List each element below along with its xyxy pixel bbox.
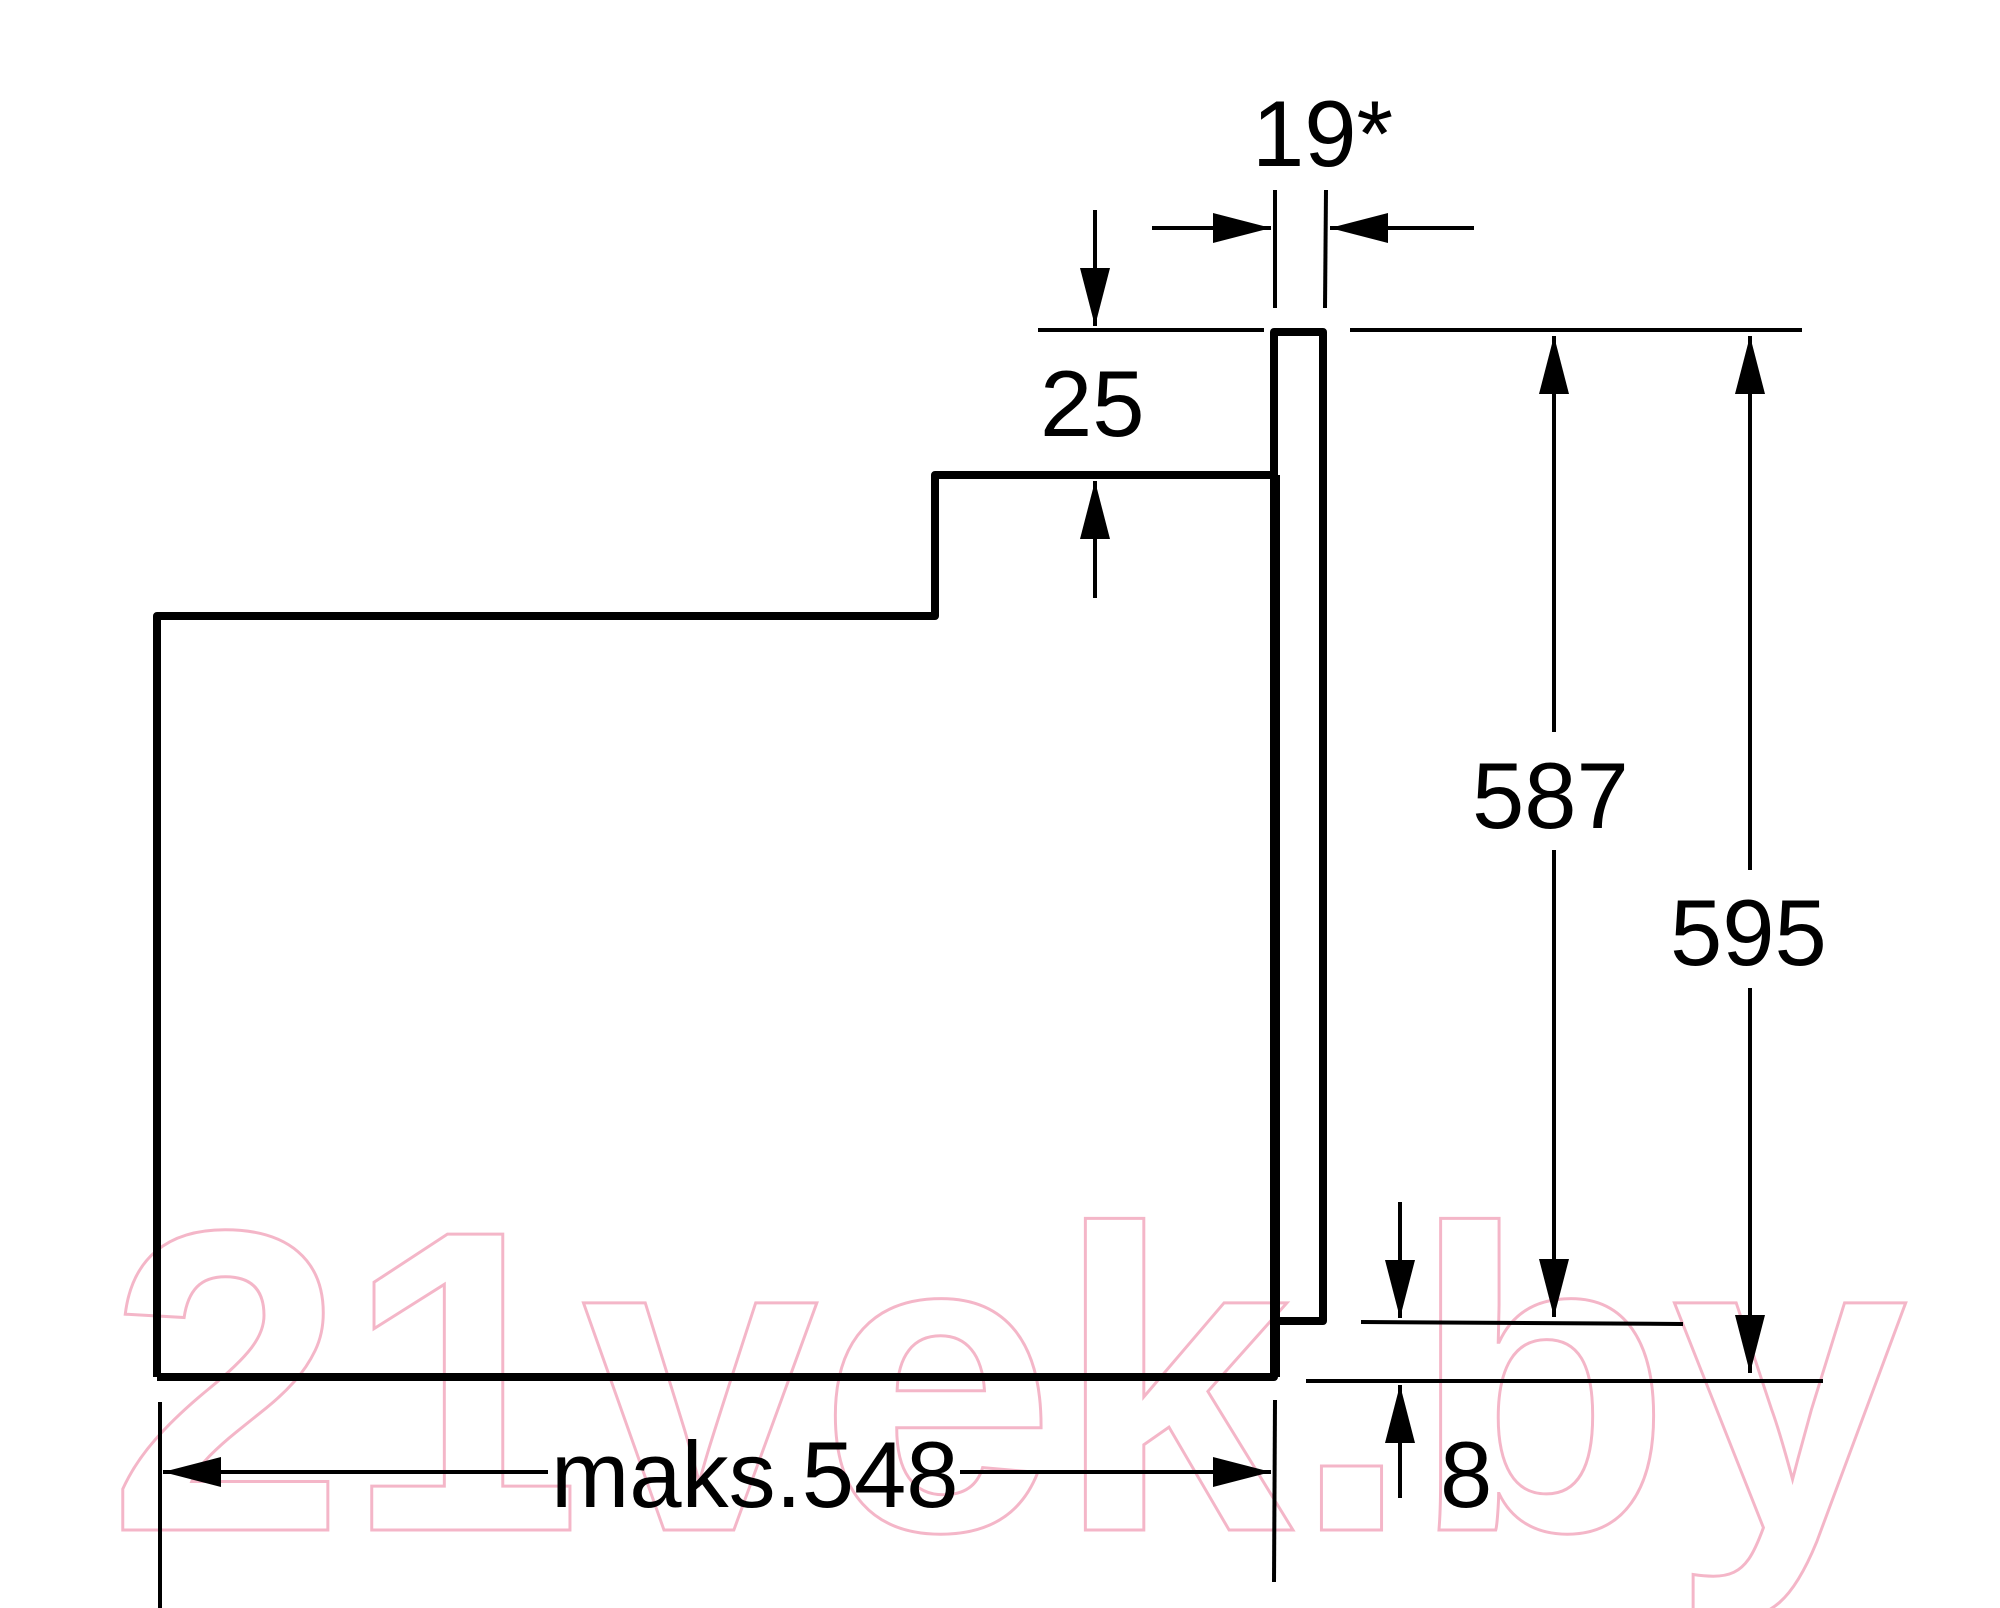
top-offset-label: 25 <box>1040 351 1145 456</box>
front-panel-outline <box>1270 328 1327 1325</box>
inner-height-label: 587 <box>1472 743 1629 848</box>
bottom-offset-label: 8 <box>1440 1422 1492 1527</box>
depth-label: maks.548 <box>551 1422 959 1527</box>
depth-extension-line-right <box>1272 1399 1277 1583</box>
total-height-label: 595 <box>1670 880 1827 985</box>
door-thickness-label: 19* <box>1252 81 1393 186</box>
appliance-base-line <box>157 1321 1278 1381</box>
door-bottom-extension-line <box>1360 1320 1684 1326</box>
appliance-body-outline <box>153 471 1274 1377</box>
door-right-extension-line <box>1323 189 1328 309</box>
